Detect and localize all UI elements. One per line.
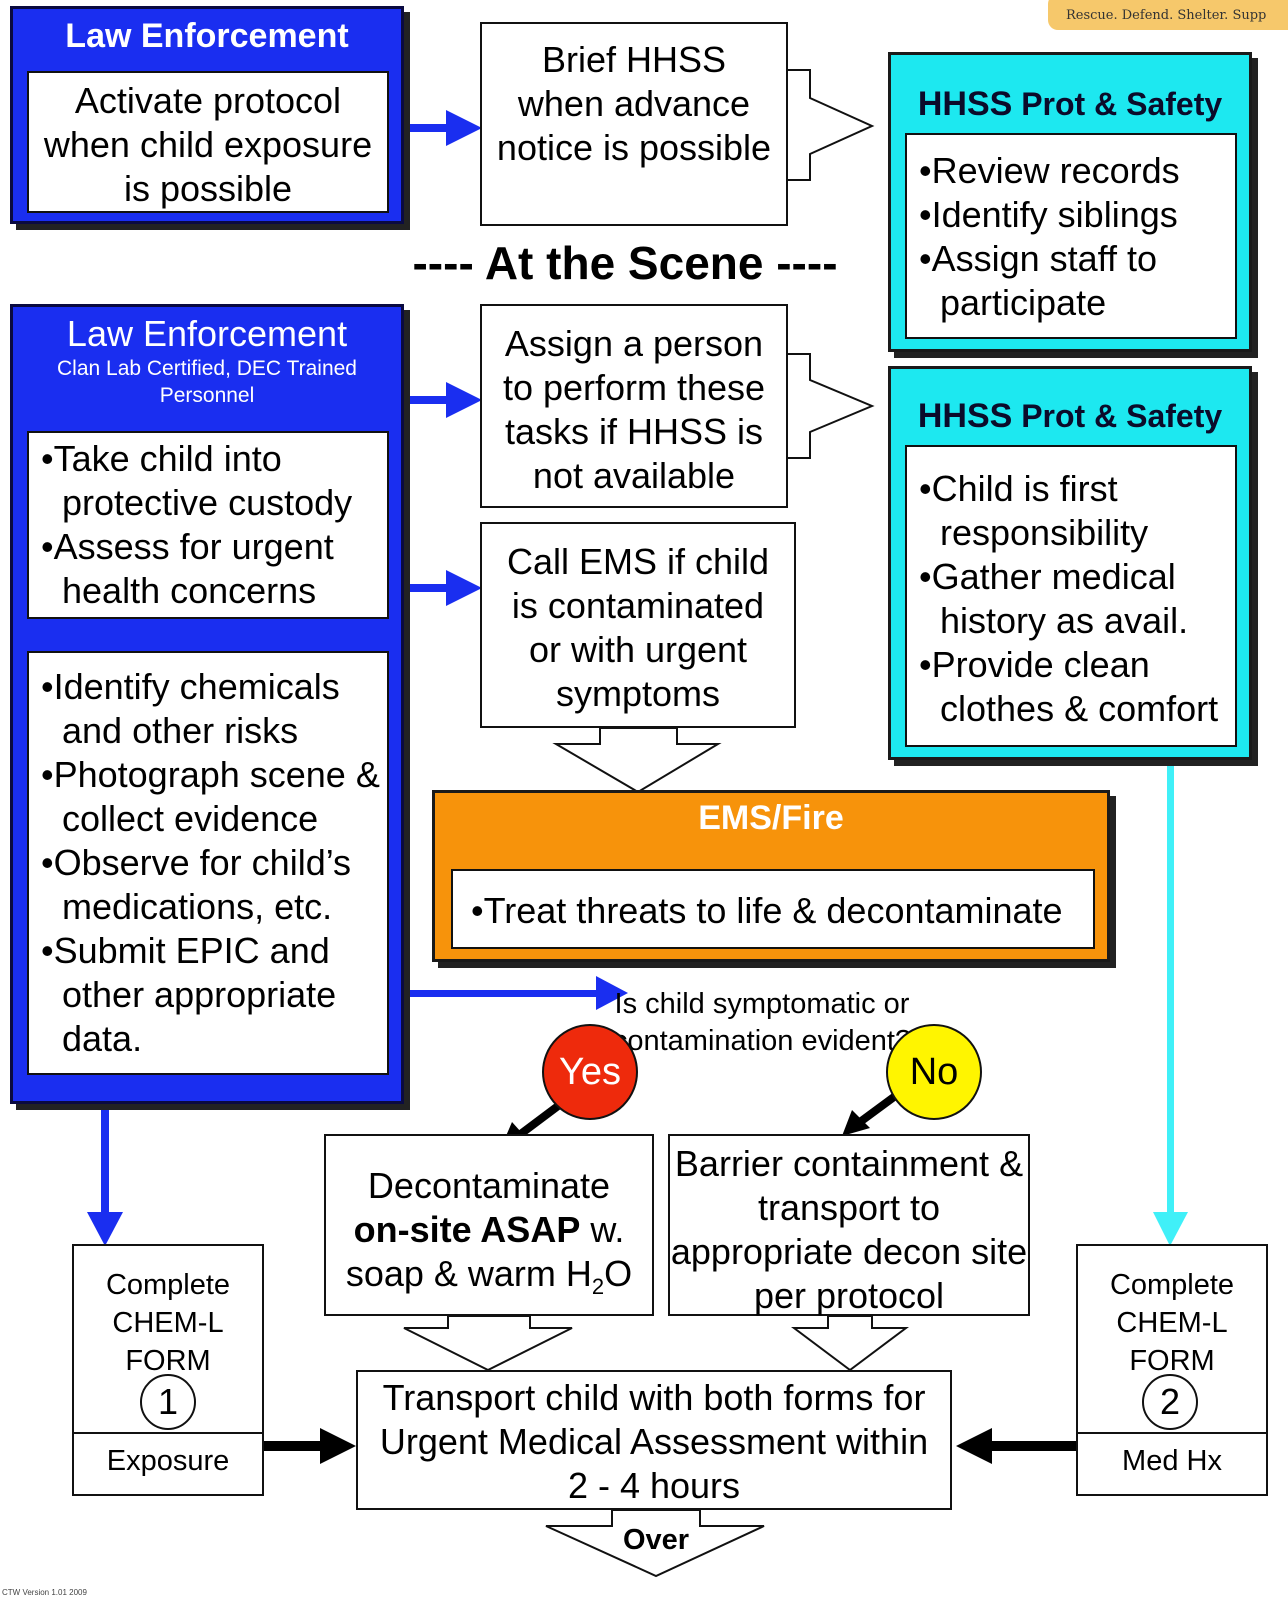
law-top-header: Law Enforcement bbox=[65, 17, 349, 55]
form-2-label: Med Hx bbox=[1078, 1432, 1266, 1496]
hhss-mid-item: •Provide clean clothes & comfort bbox=[919, 644, 1219, 729]
law-top-body: Activate protocol when child exposure is… bbox=[27, 71, 389, 213]
ems-header: EMS/Fire bbox=[698, 799, 844, 837]
block-arrow-brief-to-hhss bbox=[786, 69, 875, 181]
call-ems-box: Call EMS if child is contaminated or wit… bbox=[480, 522, 796, 728]
ems-fire-box: EMS/Fire •Treat threats to life & decont… bbox=[432, 790, 1110, 962]
block-arrow-barrier-to-transport bbox=[791, 1315, 909, 1372]
block-arrow-call-ems-to-ems bbox=[552, 727, 722, 794]
hhss-top-list: •Review records •Identify siblings •Assi… bbox=[905, 133, 1237, 339]
block-arrow-decon-to-transport bbox=[403, 1315, 573, 1372]
decision-question: Is child symptomatic or contamination ev… bbox=[612, 988, 912, 1057]
decon-line-1: Decontaminate bbox=[367, 1165, 611, 1206]
arrow-hhss-to-form-2 bbox=[1153, 760, 1188, 1246]
form-1-number: 1 bbox=[140, 1374, 196, 1430]
law-main-list-2: •Identify chemicals and other risks •Pho… bbox=[27, 651, 389, 1075]
scene-title: ---- At the Scene ---- bbox=[412, 237, 838, 289]
decon-bold: on-site ASAP bbox=[353, 1209, 581, 1250]
decon-line-3-post: O bbox=[604, 1253, 633, 1294]
assign-box: Assign a person to perform these tasks i… bbox=[480, 304, 788, 508]
arrow-law-to-call-ems bbox=[402, 570, 482, 606]
transport-box: Transport child with both forms for Urge… bbox=[356, 1370, 952, 1510]
arrow-law-to-question bbox=[402, 976, 628, 1010]
law-list-item: •Photograph scene & collect evidence bbox=[41, 754, 380, 839]
decon-subscript: 2 bbox=[591, 1274, 605, 1300]
yes-circle: Yes bbox=[542, 1024, 638, 1120]
hhss-mid-header: HHSS Prot & Safety bbox=[891, 397, 1249, 436]
decon-line-3-pre: soap & warm H bbox=[345, 1253, 592, 1294]
law-enforcement-main-box: Law Enforcement Clan Lab Certified, DEC … bbox=[10, 304, 404, 1104]
brief-hhss-box: Brief HHSS when advance notice is possib… bbox=[480, 22, 788, 226]
law-enforcement-top-box: Law Enforcement Activate protocol when c… bbox=[10, 6, 404, 224]
law-main-subheader: Clan Lab Certified, DEC Trained Personne… bbox=[57, 357, 357, 407]
hhss-mid-item: •Child is first responsibility bbox=[919, 468, 1149, 553]
decon-after-bold: w. bbox=[580, 1209, 625, 1250]
arrow-law-to-brief bbox=[402, 110, 482, 146]
no-circle: No bbox=[886, 1024, 982, 1120]
block-arrow-over bbox=[545, 1509, 765, 1578]
law-list-item: •Submit EPIC and other appropriate data. bbox=[41, 930, 337, 1059]
hhss-mid-list: •Child is first responsibility •Gather m… bbox=[905, 445, 1237, 747]
form-1-label: Exposure bbox=[74, 1432, 262, 1496]
yes-label: Yes bbox=[559, 1050, 621, 1093]
decon-line-3: soap & warm H2O bbox=[326, 1252, 652, 1309]
barrier-box: Barrier containment & transport to appro… bbox=[668, 1134, 1030, 1316]
corner-tag: Rescue. Defend. Shelter. Supp bbox=[1048, 0, 1288, 30]
decontaminate-box: Decontaminate on-site ASAP w. soap & war… bbox=[324, 1134, 654, 1316]
over-label: Over bbox=[622, 1524, 690, 1556]
arrow-law-to-form-1 bbox=[87, 1104, 123, 1246]
arrow-form-1-to-transport bbox=[262, 1428, 356, 1464]
arrow-form-2-to-transport bbox=[956, 1428, 1078, 1464]
form-2-title: Complete CHEM-L FORM bbox=[1109, 1269, 1235, 1377]
chem-l-form-1: Complete CHEM-L FORM 1 Exposure bbox=[72, 1244, 264, 1496]
hhss-top-box: HHSS Prot & Safety •Review records •Iden… bbox=[888, 52, 1252, 352]
corner-tag-text: Rescue. Defend. Shelter. Supp bbox=[1066, 8, 1267, 23]
hhss-top-item: •Assign staff to participate bbox=[919, 238, 1158, 323]
hhss-mid-header-main: HHSS bbox=[917, 397, 1013, 435]
form-2-number-text: 2 bbox=[1159, 1381, 1181, 1422]
hhss-top-item: •Review records bbox=[919, 150, 1180, 191]
law-main-header: Law Enforcement bbox=[66, 313, 348, 354]
ems-body: •Treat threats to life & decontaminate bbox=[451, 869, 1095, 949]
form-1-title: Complete CHEM-L FORM bbox=[105, 1269, 231, 1377]
hhss-mid-item: •Gather medical history as avail. bbox=[919, 556, 1189, 641]
arrow-no-to-barrier bbox=[842, 1090, 901, 1136]
block-arrow-assign-to-hhss bbox=[786, 353, 875, 459]
arrow-law-to-assign bbox=[402, 382, 482, 418]
law-main-list-1: •Take child into protective custody •Ass… bbox=[27, 431, 389, 619]
hhss-mid-box: HHSS Prot & Safety •Child is first respo… bbox=[888, 366, 1252, 760]
hhss-top-header-main: HHSS bbox=[917, 85, 1013, 123]
hhss-mid-header-sub: Prot & Safety bbox=[1012, 398, 1223, 434]
chem-l-form-2: Complete CHEM-L FORM 2 Med Hx bbox=[1076, 1244, 1268, 1496]
law-list-item: •Take child into protective custody bbox=[41, 438, 353, 523]
form-2-number: 2 bbox=[1142, 1374, 1198, 1430]
law-list-item: •Assess for urgent health concerns bbox=[41, 526, 334, 611]
law-list-item: •Observe for child’s medications, etc. bbox=[41, 842, 352, 927]
hhss-top-header-sub: Prot & Safety bbox=[1012, 86, 1223, 122]
hhss-top-header: HHSS Prot & Safety bbox=[891, 85, 1249, 124]
no-label: No bbox=[909, 1050, 959, 1093]
decon-line-2: on-site ASAP w. bbox=[326, 1208, 652, 1252]
law-list-item: •Identify chemicals and other risks bbox=[41, 666, 340, 751]
form-1-number-text: 1 bbox=[157, 1381, 179, 1422]
footer-version: CTW Version 1.01 2009 bbox=[2, 1588, 87, 1597]
hhss-top-item: •Identify siblings bbox=[919, 194, 1178, 235]
